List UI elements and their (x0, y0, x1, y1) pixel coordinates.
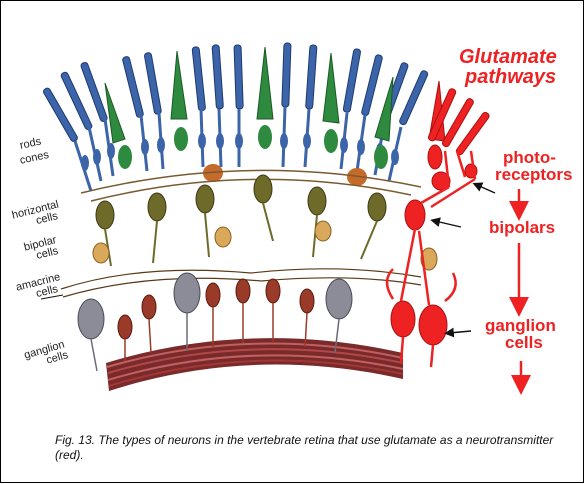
flow-arrows (509, 189, 531, 395)
figure-caption: Fig. 13. The types of neurons in the ver… (55, 433, 554, 462)
horizontal-network (80, 169, 422, 202)
ganglion-layer (77, 272, 353, 372)
glutamate-pathways-title: Glutamate pathways (459, 46, 557, 88)
amacrine-layer (92, 220, 438, 271)
pointer-arrows (430, 182, 496, 338)
photoreceptor-layer (43, 42, 429, 192)
nerve-fiber-layer (106, 338, 404, 391)
label-bipolars: bipolars (489, 218, 556, 237)
label-photoreceptors: photo- receptors (495, 148, 573, 184)
amacrine-leader-line (40, 294, 64, 300)
label-ganglion-cells-red: ganglion cells (485, 316, 556, 352)
glutamate-pathway-cells (385, 80, 490, 368)
